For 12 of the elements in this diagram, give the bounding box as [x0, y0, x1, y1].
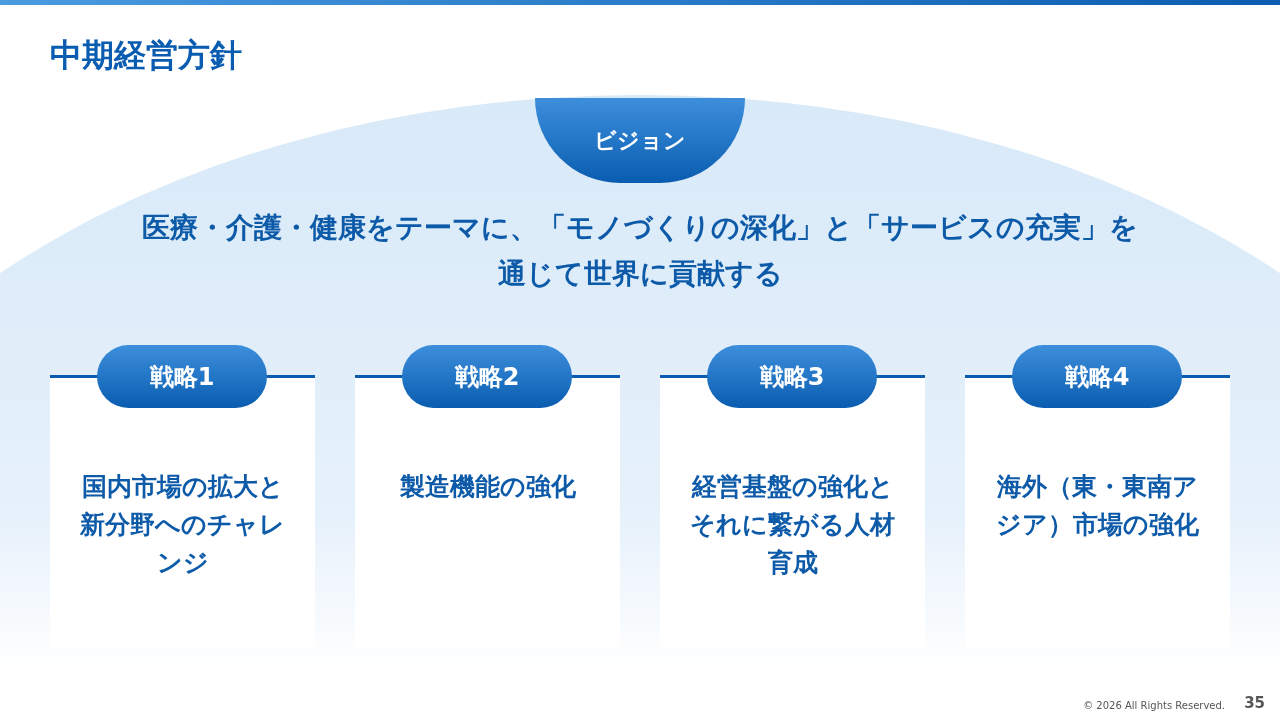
vision-statement: 医療・介護・健康をテーマに、「モノづくりの深化」と「サービスの充実」を通じて世界に貢献する [141, 210, 1139, 292]
strategy-text: 経営基盤の強化とそれに繋がる人材育成 [689, 471, 896, 579]
strategy-text: 国内市場の拡大と新分野へのチャレンジ [79, 471, 286, 579]
copyright-text: © 2026 All Rights Reserved. [1083, 700, 1225, 711]
slide-title: 中期経営方針 [50, 35, 242, 76]
strategy-pill: 戦略2 [402, 345, 572, 408]
strategy-pill: 戦略4 [1012, 345, 1182, 408]
page-number: 35 [1244, 694, 1265, 712]
strategy-pill: 戦略3 [707, 345, 877, 408]
strategy-text: 海外（東・東南アジア）市場の強化 [995, 471, 1200, 541]
strategy-pill: 戦略1 [97, 345, 267, 408]
strategy-text: 製造機能の強化 [398, 471, 577, 503]
